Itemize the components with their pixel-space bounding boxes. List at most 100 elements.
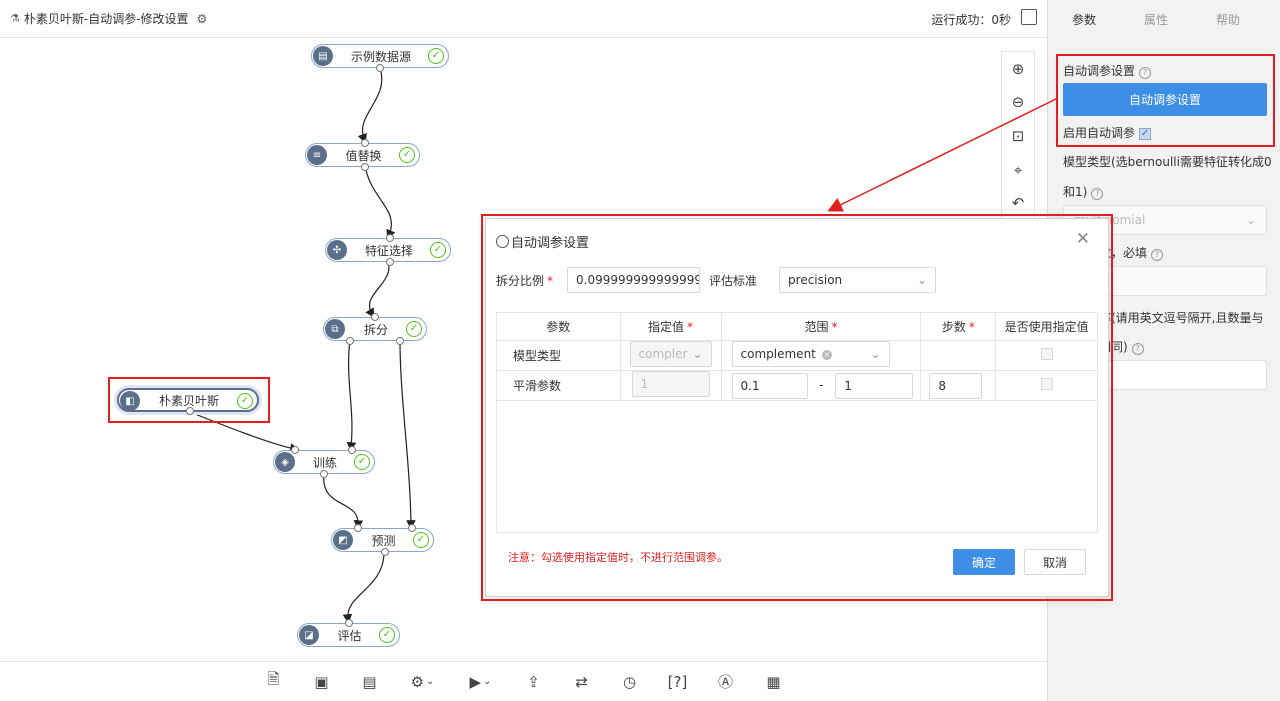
steps-input[interactable]: 8 [929, 372, 983, 399]
swap-icon[interactable]: ⇄ [575, 672, 588, 691]
input-port[interactable] [386, 234, 394, 242]
split-ratio-label: 拆分比例* [496, 273, 554, 288]
workflow-edges [189, 67, 416, 624]
cancel-button[interactable]: 取消 [1024, 549, 1086, 575]
edge-bayes-train [189, 411, 300, 453]
note-text: 注意：勾选使用指定值时，不进行范围调参。 [508, 551, 728, 564]
tab-properties[interactable]: 属性 [1143, 13, 1168, 27]
range-select[interactable]: complement×⌄ [731, 341, 890, 367]
table-header-row: 参数 指定值* 范围* 步数* 是否使用指定值 [496, 312, 1098, 341]
enable-auto-tune-checkbox[interactable]: ✓ [1139, 127, 1152, 140]
edge-split-train [346, 339, 357, 452]
auto-tune-dialog: 自动调参设置 ✕ 拆分比例* 0.0999999999999999 评估标准 p… [485, 218, 1109, 597]
help-brackets-icon[interactable]: [?] [667, 672, 688, 691]
chevron-down-icon: ⌄ [1245, 213, 1256, 227]
table-row: 平滑参数 1 0.1 - 1 8 [496, 370, 1098, 401]
success-check-icon: ✓ [237, 393, 253, 409]
zoom-in-icon[interactable]: ⊕ [1011, 59, 1025, 78]
node-predict[interactable]: ◩ 预测 ✓ [331, 524, 434, 556]
param-name: 模型类型 [496, 340, 621, 371]
output-port[interactable] [381, 548, 389, 556]
node-train[interactable]: ◈ 训练 ✓ [273, 446, 375, 478]
input-port-1[interactable] [291, 446, 299, 454]
output-port[interactable] [361, 163, 369, 171]
input-port[interactable] [345, 619, 353, 627]
enable-auto-tune[interactable]: 启用自动调参✓ [1063, 126, 1152, 140]
help-icon[interactable]: ? [1131, 343, 1144, 355]
save-icon[interactable]: ▣ [314, 672, 329, 691]
input-port-2[interactable] [348, 446, 356, 454]
help-icon[interactable]: ? [1151, 249, 1164, 261]
use-specified-checkbox[interactable] [1040, 378, 1053, 390]
edge-source-replace [357, 67, 383, 144]
publish-icon[interactable]: ⇪ [527, 672, 540, 691]
edge-predict-evaluate [342, 551, 385, 624]
predict-icon: ◩ [333, 530, 353, 550]
clear-icon[interactable]: × [821, 349, 832, 360]
title-bar: ⚗ 朴素贝叶斯-自动调参-修改设置 ⚙ 运行成功：0秒 [0, 0, 1047, 38]
col-use-specified: 是否使用指定值 [995, 312, 1098, 341]
chevron-down-icon: ⌄ [692, 347, 703, 361]
specified-select: compler⌄ [629, 341, 712, 367]
split-ratio-input[interactable]: 0.0999999999999999 [567, 267, 701, 293]
node-bayes[interactable]: ◧ 朴素贝叶斯 ✓ [117, 388, 259, 415]
zoom-out-icon[interactable]: ⊖ [1011, 93, 1025, 112]
output-port[interactable] [386, 258, 394, 266]
node-replace[interactable]: ≡ 值替换 ✓ [305, 139, 420, 171]
evaluate-icon: ◪ [299, 625, 319, 645]
properties-icon[interactable]: 🗎 [267, 670, 280, 688]
edge-replace-feature [364, 164, 396, 240]
panel-tabs: 参数 属性 帮助 [1048, 0, 1280, 40]
stack-icon: ≡ [307, 145, 327, 165]
dialog-header: 自动调参设置 [496, 232, 589, 251]
metric-label: 评估标准 [709, 273, 758, 288]
run-status: 运行成功：0秒 [931, 13, 1011, 27]
schedule-icon[interactable]: ◷ [622, 672, 637, 691]
success-check-icon: ✓ [399, 147, 415, 163]
model-type-label: 模型类型(选bernoulli需要特征转化成0 [1063, 155, 1272, 169]
input-port[interactable] [361, 139, 369, 147]
ok-button[interactable]: 确定 [953, 549, 1015, 575]
undo-icon[interactable]: ↶ [1011, 194, 1025, 213]
search-preview-icon[interactable] [1021, 9, 1037, 25]
tab-help[interactable]: 帮助 [1215, 13, 1240, 27]
gear-icon[interactable]: ⚙ [196, 11, 208, 26]
font-icon[interactable]: Ⓐ [717, 673, 733, 691]
run-icon[interactable]: ▶ [465, 671, 497, 693]
output-port[interactable] [186, 407, 194, 415]
locate-icon[interactable]: ⌖ [1013, 160, 1023, 179]
tab-params[interactable]: 参数 [1048, 0, 1120, 40]
node-split[interactable]: ⧉ 拆分 ✓ [323, 313, 427, 345]
output-port[interactable] [320, 470, 328, 478]
table-row: 模型类型 compler⌄ complement×⌄ [496, 340, 1098, 371]
database-icon: ▤ [313, 46, 333, 66]
auto-tune-button[interactable]: 自动调参设置 [1063, 83, 1267, 116]
feature-icon: ✣ [327, 240, 347, 260]
document-icon[interactable]: ▦ [766, 672, 781, 691]
output-port-2[interactable] [396, 337, 404, 345]
output-port[interactable] [376, 64, 384, 72]
help-icon[interactable]: ? [1091, 188, 1104, 200]
canvas-toolbar: ⊕ ⊖ ⊡ ⌖ ↶ [1001, 51, 1035, 221]
range-max-input[interactable]: 1 [835, 372, 914, 399]
node-evaluate[interactable]: ◪ 评估 ✓ [297, 619, 400, 647]
bayes-icon: ◧ [120, 391, 140, 411]
close-icon[interactable]: ✕ [1075, 229, 1090, 249]
range-min-input[interactable]: 0.1 [731, 372, 808, 399]
success-check-icon: ✓ [428, 48, 444, 64]
flask-icon: ⚗ [10, 12, 20, 25]
output-port-1[interactable] [346, 337, 354, 345]
metric-select[interactable]: precision⌄ [779, 267, 937, 293]
node-source[interactable]: ▤ 示例数据源 ✓ [311, 44, 449, 72]
settings-icon[interactable]: ⚙ [407, 671, 439, 693]
use-specified-checkbox[interactable] [1040, 348, 1053, 360]
param-name: 平滑参数 [496, 370, 621, 401]
node-feature[interactable]: ✣ 特征选择 ✓ [325, 234, 451, 266]
input-port[interactable] [371, 313, 379, 321]
help-icon[interactable]: ? [1139, 67, 1152, 79]
fit-view-icon[interactable]: ⊡ [1011, 126, 1025, 145]
input-port-2[interactable] [408, 524, 416, 532]
input-port-1[interactable] [354, 524, 362, 532]
save-as-icon[interactable]: ▤ [362, 672, 377, 691]
